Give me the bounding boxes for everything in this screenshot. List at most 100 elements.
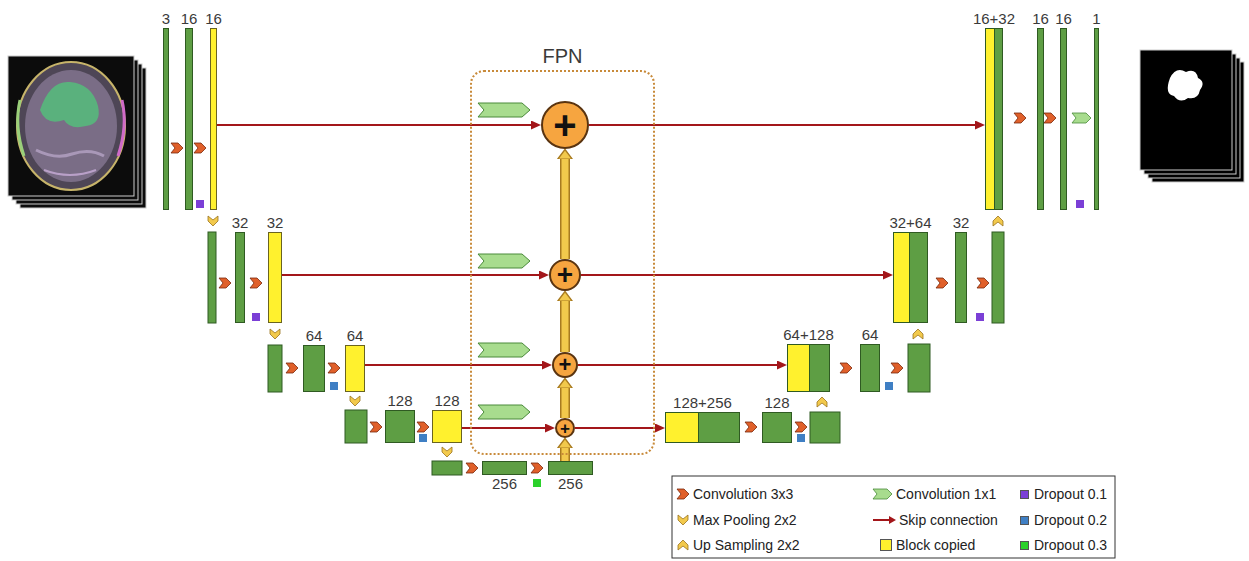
concat-block: 32+64 bbox=[893, 232, 928, 323]
feature-map-bar bbox=[992, 232, 1004, 323]
channel-count: 16+32 bbox=[973, 10, 1015, 27]
feature-map-bar: 32 bbox=[955, 232, 967, 323]
channel-count: 64 bbox=[862, 326, 879, 343]
channel-count: 1 bbox=[1092, 10, 1100, 27]
legend-text: Convolution 1x1 bbox=[896, 485, 996, 503]
sum-symbol: + bbox=[553, 105, 576, 145]
conv3x3-symbol bbox=[936, 278, 948, 288]
connector-line bbox=[562, 159, 569, 259]
concat-block: 16+32 bbox=[985, 28, 1003, 210]
skip-connection bbox=[217, 125, 531, 126]
conv3x3-symbol bbox=[219, 278, 231, 288]
tumor-mask bbox=[1168, 70, 1203, 101]
legend-swatch bbox=[1020, 490, 1029, 499]
conv3x3-symbol bbox=[417, 422, 429, 432]
connector-line bbox=[581, 274, 883, 276]
dropout-marker bbox=[976, 313, 984, 321]
feature-map-bar bbox=[432, 461, 462, 475]
legend-text: Max Pooling 2x2 bbox=[693, 511, 797, 529]
maxpool-symbol bbox=[208, 216, 218, 226]
feature-map-bar: 3 bbox=[163, 28, 169, 210]
legend-text: Up Sampling 2x2 bbox=[693, 536, 800, 554]
conv3x3-symbol bbox=[171, 143, 183, 153]
channel-count: 16 bbox=[205, 10, 222, 27]
skip-connection bbox=[575, 428, 655, 429]
channel-count: 64 bbox=[306, 327, 323, 344]
conv1x1-symbol bbox=[478, 343, 530, 357]
fpn-region: FPN++++ bbox=[470, 70, 655, 455]
feature-map-bar: 16 bbox=[1037, 28, 1044, 210]
feature-map-bar: 64 bbox=[860, 344, 880, 392]
upsample-symbol bbox=[993, 216, 1003, 226]
feature-map-bar: 1 bbox=[1094, 28, 1099, 210]
connector-line bbox=[562, 388, 569, 418]
skip-connection bbox=[365, 365, 542, 366]
feature-map-bar: 128 bbox=[385, 410, 415, 443]
output-mask-stack bbox=[1140, 50, 1244, 182]
legend-text: Block copied bbox=[896, 536, 975, 554]
channel-count: 16 bbox=[181, 10, 198, 27]
conv1x1-symbol bbox=[1072, 113, 1091, 123]
input-mri-stack bbox=[8, 56, 146, 208]
dropout-marker bbox=[196, 200, 204, 208]
sum-node: + bbox=[549, 259, 581, 291]
feature-map-bar: 256 bbox=[482, 461, 527, 475]
channel-count: 32 bbox=[953, 214, 970, 231]
conv1x1-symbol bbox=[478, 254, 530, 268]
maxpool-symbol bbox=[270, 329, 280, 339]
skull bbox=[17, 62, 125, 190]
legend-text: Dropout 0.3 bbox=[1034, 536, 1107, 554]
conv3x3-symbol bbox=[840, 363, 852, 373]
upsample-symbol bbox=[913, 329, 923, 339]
conv3x3-symbol bbox=[328, 363, 340, 373]
legend-swatch bbox=[1020, 516, 1029, 525]
feature-map-bar: 16 bbox=[185, 28, 193, 210]
legend-icon bbox=[889, 516, 896, 524]
conv3x3-symbol bbox=[250, 278, 262, 288]
concat-block: 64+128 bbox=[787, 344, 830, 392]
legend-icon bbox=[873, 489, 892, 499]
skip-connection bbox=[282, 275, 539, 276]
channel-count: 128+256 bbox=[673, 394, 732, 411]
copied-block-bar: 64 bbox=[345, 345, 365, 392]
brain-fold bbox=[44, 170, 96, 175]
legend-box bbox=[672, 476, 1115, 558]
copied-block-bar: 32 bbox=[268, 232, 282, 323]
conv1x1-symbol bbox=[478, 103, 530, 117]
channel-count: 256 bbox=[558, 475, 583, 492]
skip-connection bbox=[581, 275, 883, 276]
channel-count: 16 bbox=[1032, 10, 1049, 27]
connector-line bbox=[282, 274, 539, 276]
legend-icon bbox=[678, 540, 688, 550]
brain bbox=[25, 70, 117, 182]
channel-count: 32 bbox=[232, 214, 249, 231]
dropout-marker bbox=[252, 313, 260, 321]
copied-block-bar: 16 bbox=[210, 28, 217, 210]
channel-count: 3 bbox=[162, 10, 170, 27]
skull-edge bbox=[118, 100, 124, 156]
legend-icon bbox=[678, 515, 688, 525]
channel-count: 32+64 bbox=[889, 214, 931, 231]
channel-count: 64 bbox=[347, 327, 364, 344]
channel-count: 128 bbox=[434, 392, 459, 409]
feature-map-bar bbox=[810, 412, 840, 443]
conv3x3-symbol bbox=[531, 463, 543, 473]
connector-line bbox=[589, 124, 975, 126]
arrow-outline bbox=[560, 388, 570, 418]
conv3x3-symbol bbox=[286, 363, 298, 373]
sum-node: + bbox=[555, 418, 575, 438]
channel-count: 128 bbox=[764, 394, 789, 411]
sum-node: + bbox=[541, 101, 589, 149]
group-title: FPN bbox=[543, 45, 583, 68]
legend-text: Convolution 3x3 bbox=[693, 485, 793, 503]
connector-line bbox=[462, 427, 545, 429]
legend-icon bbox=[873, 519, 889, 521]
upsample-symbol bbox=[817, 397, 827, 407]
maxpool-symbol bbox=[350, 396, 360, 406]
concat-block: 128+256 bbox=[665, 412, 740, 443]
feature-map-bar bbox=[208, 232, 216, 323]
dropout-marker bbox=[533, 479, 541, 487]
legend-icon bbox=[677, 489, 689, 499]
